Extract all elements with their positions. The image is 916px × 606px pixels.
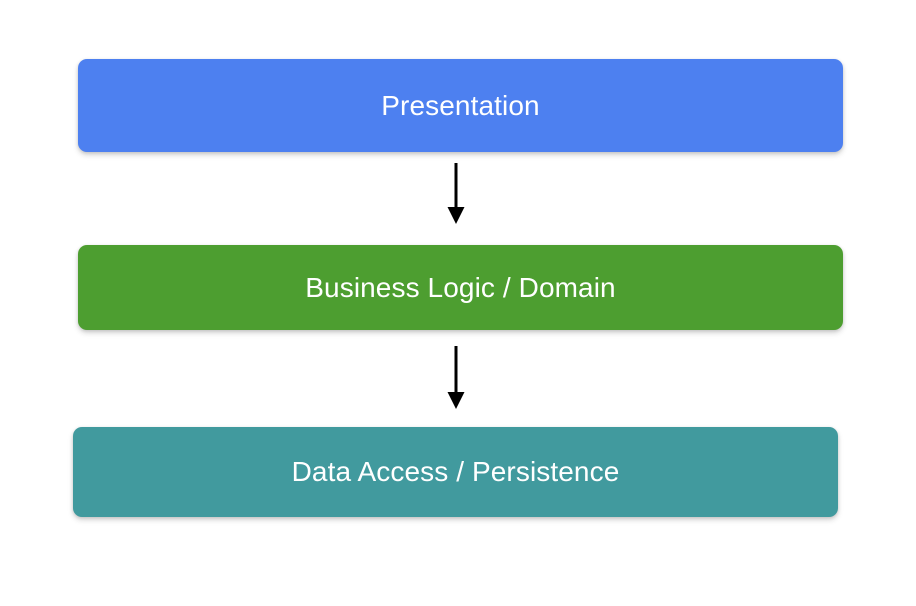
layer-label-business-logic: Business Logic / Domain	[305, 271, 616, 303]
layer-box-data-access[interactable]: Data Access / Persistence	[73, 427, 838, 517]
arrow-business-to-data-icon	[447, 346, 465, 409]
arrow-head	[447, 392, 465, 409]
arrow-presentation-to-business-icon	[447, 163, 465, 224]
arrow-head	[447, 207, 465, 224]
layer-label-presentation: Presentation	[381, 89, 540, 121]
layer-label-data-access: Data Access / Persistence	[291, 456, 620, 487]
layer-box-presentation[interactable]: Presentation	[78, 59, 843, 152]
layer-box-business-logic[interactable]: Business Logic / Domain	[78, 245, 843, 330]
